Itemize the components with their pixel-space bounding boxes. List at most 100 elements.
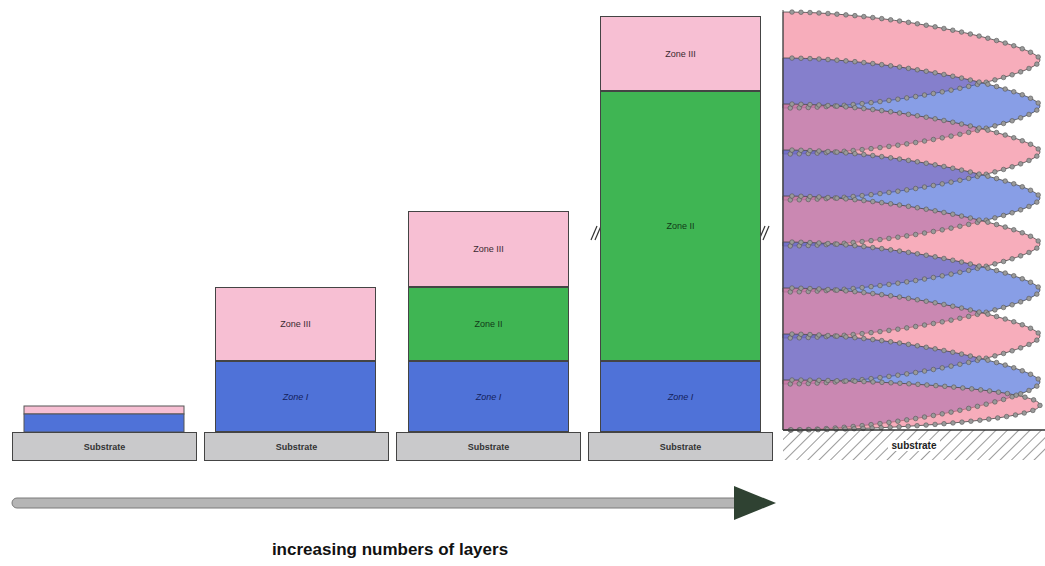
bead: [1011, 227, 1016, 232]
bead: [835, 334, 840, 339]
bead: [799, 332, 804, 337]
bead: [986, 82, 991, 87]
bead: [922, 231, 927, 236]
bead: [879, 200, 884, 205]
bead: [887, 190, 892, 195]
bead: [958, 132, 963, 137]
bead: [933, 422, 938, 427]
bead: [817, 287, 822, 292]
zone-box: Zone III: [600, 16, 761, 91]
bead: [897, 111, 902, 116]
bead: [942, 210, 947, 215]
bead: [959, 214, 964, 219]
bead: [958, 178, 963, 183]
bead-row: [788, 286, 1041, 386]
bead: [1018, 208, 1023, 213]
bead: [978, 388, 983, 393]
bead: [907, 381, 912, 386]
bead: [1028, 50, 1033, 55]
bead: [1011, 319, 1016, 324]
bead: [799, 194, 804, 199]
bead: [977, 264, 982, 269]
bead: [826, 57, 831, 62]
bead: [853, 289, 858, 294]
bead: [1011, 365, 1016, 370]
bead: [790, 240, 795, 245]
bead: [1020, 322, 1025, 327]
bead: [993, 308, 998, 313]
bead: [1028, 280, 1033, 285]
bead-row: [788, 194, 1041, 294]
bead: [942, 26, 947, 31]
bead: [826, 333, 831, 338]
bead: [904, 372, 909, 377]
bead: [879, 62, 884, 67]
bead: [1010, 302, 1015, 307]
bead: [994, 314, 999, 319]
lobe: [783, 334, 1040, 430]
bead: [1011, 135, 1016, 140]
bead: [915, 297, 920, 302]
bead: [790, 194, 795, 199]
bead: [1011, 181, 1016, 186]
bead: [950, 212, 955, 217]
bead: [826, 149, 831, 154]
bead: [870, 153, 875, 158]
bead: [860, 239, 865, 244]
bead: [924, 23, 929, 28]
bead: [1001, 259, 1006, 264]
bead: [1036, 331, 1041, 336]
bead: [996, 390, 1001, 395]
bead: [949, 88, 954, 93]
bead: [897, 203, 902, 208]
bead: [1001, 121, 1006, 126]
bead: [870, 15, 875, 20]
bead: [993, 262, 998, 267]
bead: [915, 67, 920, 72]
bead: [950, 166, 955, 171]
bead: [904, 234, 909, 239]
bead: [887, 282, 892, 287]
bead: [924, 299, 929, 304]
bead: [1011, 273, 1016, 278]
bead: [817, 195, 822, 200]
bead: [1035, 62, 1040, 67]
bead: [906, 296, 911, 301]
bead: [887, 328, 892, 333]
bead: [887, 144, 892, 149]
bead: [931, 413, 936, 418]
bead: [888, 63, 893, 68]
bead: [853, 335, 858, 340]
axis-line: [783, 10, 784, 430]
bead: [993, 354, 998, 359]
bead: [1028, 234, 1033, 239]
bead: [799, 286, 804, 291]
bead: [977, 218, 982, 223]
bead: [897, 341, 902, 346]
bead: [870, 199, 875, 204]
bead: [808, 148, 813, 153]
bead: [870, 107, 875, 112]
bead: [950, 350, 955, 355]
bead: [913, 370, 918, 375]
bead: [1027, 388, 1032, 393]
bead: [1013, 413, 1018, 418]
bead: [977, 172, 982, 177]
bead: [915, 159, 920, 164]
bead: [1020, 230, 1025, 235]
bead-row: [789, 378, 1042, 433]
bead: [1010, 72, 1015, 77]
zone-label: Zone I: [476, 392, 502, 402]
bead: [934, 383, 939, 388]
bead: [1011, 89, 1016, 94]
bead: [790, 10, 795, 15]
bead: [933, 71, 938, 76]
bead: [942, 421, 947, 426]
bead: [887, 420, 892, 425]
bead: [1014, 393, 1019, 398]
bead: [916, 382, 921, 387]
bead: [887, 98, 892, 103]
bead: [949, 134, 954, 139]
bead: [1038, 403, 1043, 408]
